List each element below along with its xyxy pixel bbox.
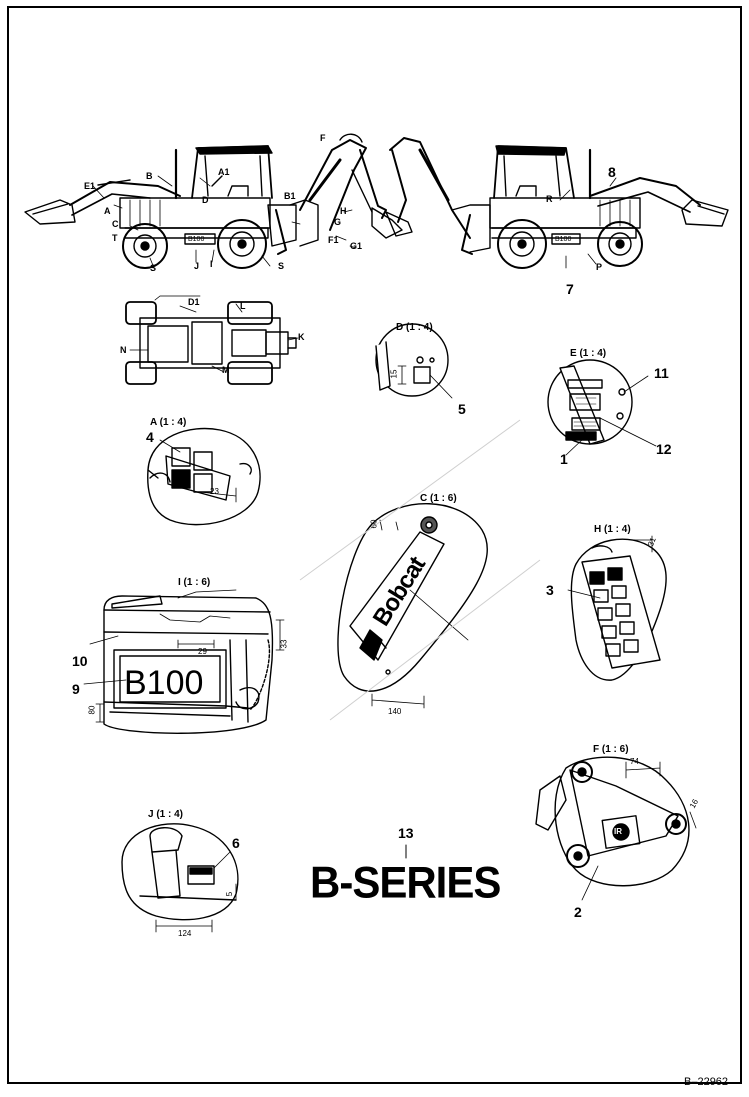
view-title-j: J (1 : 4) bbox=[148, 809, 184, 820]
b100-small-left: B100 bbox=[188, 236, 205, 243]
loc-c: C bbox=[112, 219, 119, 229]
dim-124: 124 bbox=[178, 929, 192, 938]
dim-5: 5 bbox=[225, 891, 235, 897]
detail-d bbox=[375, 323, 453, 399]
loc-t: T bbox=[112, 233, 118, 243]
detail-i bbox=[83, 589, 285, 734]
loc-p: P bbox=[596, 262, 603, 272]
view-title-c: C (1 : 6) bbox=[420, 493, 457, 504]
loc-e1: E1 bbox=[84, 181, 96, 191]
loc-g1: G1 bbox=[350, 241, 363, 251]
loc-f1: F1 bbox=[328, 235, 339, 245]
drawing-reference: B–22962 bbox=[684, 1076, 729, 1088]
loc-s: S bbox=[150, 263, 157, 273]
dim-60: 60 bbox=[369, 519, 379, 529]
backhoe-left-side-view bbox=[24, 133, 403, 269]
callout-2: 2 bbox=[574, 904, 582, 920]
view-title-h: H (1 : 4) bbox=[594, 524, 631, 535]
dim-80: 80 bbox=[87, 705, 97, 715]
dim-29: 29 bbox=[198, 647, 207, 656]
ir-logo-text: IR bbox=[614, 827, 622, 836]
b100-plate-text: B100 bbox=[124, 664, 204, 702]
dim-23: 23 bbox=[210, 487, 219, 496]
loc-s2: S bbox=[278, 261, 285, 271]
loc-r: R bbox=[546, 194, 553, 204]
callout-11: 11 bbox=[654, 365, 669, 381]
loc-i: I bbox=[210, 259, 213, 269]
view-title-e: E (1 : 4) bbox=[570, 348, 607, 359]
view-title-i: I (1 : 6) bbox=[178, 577, 211, 588]
dim-140: 140 bbox=[388, 707, 402, 716]
callout-4: 4 bbox=[146, 429, 154, 445]
loc-m: M bbox=[222, 365, 230, 375]
dim-15: 15 bbox=[389, 369, 399, 379]
loc-a: A bbox=[104, 206, 111, 216]
callout-7: 7 bbox=[566, 281, 574, 297]
loc-d1: D1 bbox=[188, 297, 200, 307]
detail-j bbox=[121, 823, 239, 933]
detail-a bbox=[147, 427, 261, 526]
callout-3: 3 bbox=[546, 582, 554, 598]
detail-c bbox=[337, 503, 488, 709]
dim-74: 74 bbox=[630, 757, 639, 766]
detail-h bbox=[567, 535, 667, 681]
callout-13: 13 bbox=[398, 825, 414, 841]
scan-streaks bbox=[299, 419, 541, 721]
backhoe-top-view bbox=[125, 295, 299, 385]
loc-j: J bbox=[194, 261, 200, 271]
callout-1: 1 bbox=[560, 451, 568, 467]
callout-8: 8 bbox=[608, 164, 616, 180]
loc-d: D bbox=[202, 195, 209, 205]
loc-l: L bbox=[240, 301, 246, 311]
b100-small-right: B100 bbox=[555, 236, 572, 243]
view-title-f: F (1 : 6) bbox=[593, 744, 629, 755]
loc-a1: A1 bbox=[218, 167, 230, 177]
callout-12: 12 bbox=[656, 441, 672, 457]
loc-b: B bbox=[146, 171, 153, 181]
callout-9: 9 bbox=[72, 681, 80, 697]
detail-f bbox=[535, 756, 697, 901]
loc-h: H bbox=[340, 206, 347, 216]
view-title-d: D (1 : 4) bbox=[396, 322, 433, 333]
drawing-frame bbox=[7, 6, 742, 1084]
callout-6: 6 bbox=[232, 835, 240, 851]
view-title-a: A (1 : 4) bbox=[150, 417, 187, 428]
detail-e bbox=[547, 359, 657, 456]
callout-10: 10 bbox=[72, 653, 88, 669]
loc-g: G bbox=[334, 217, 342, 227]
loc-f: F bbox=[320, 133, 326, 143]
loc-k: K bbox=[298, 332, 305, 342]
b-series-title: B-SERIES bbox=[310, 857, 501, 908]
loc-b1: B1 bbox=[284, 191, 296, 201]
backhoe-right-side-view bbox=[385, 137, 729, 269]
dim-33: 33 bbox=[279, 639, 289, 649]
callout-5: 5 bbox=[458, 401, 466, 417]
loc-n: N bbox=[120, 345, 127, 355]
